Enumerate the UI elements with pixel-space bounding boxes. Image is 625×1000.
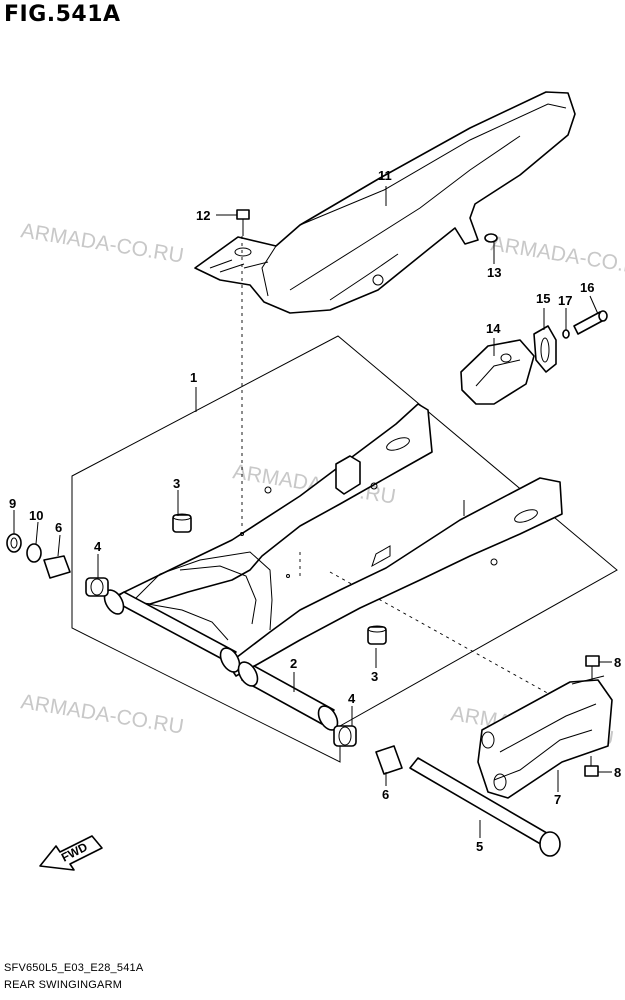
- callout-6: 6: [55, 520, 62, 535]
- assembly-outline: [71, 335, 618, 763]
- callout-6: 6: [382, 787, 389, 802]
- leader-lines: [13, 186, 612, 838]
- pivot-tube-left: [103, 589, 241, 673]
- pivot-shaft-5: [409, 757, 561, 857]
- callout-12: 12: [196, 208, 210, 223]
- callout-13: 13: [487, 265, 501, 280]
- chain-case: [194, 91, 576, 314]
- callout-8: 8: [614, 655, 621, 670]
- bearing-3-upper: [172, 513, 192, 533]
- callout-4: 4: [348, 691, 356, 706]
- pivot-spacer-2: [237, 661, 339, 731]
- figure-name: REAR SWINGINGARM: [4, 979, 123, 991]
- washer-17: [562, 329, 570, 339]
- callout-9: 9: [9, 496, 16, 511]
- callout-8: 8: [614, 765, 621, 780]
- figure-title: FIG.541A: [4, 2, 121, 27]
- watermark: ARMADA-CO.RU: [19, 219, 185, 267]
- watermark: ARMADA-CO.RU: [489, 232, 625, 280]
- chain-guide-14: [460, 339, 535, 405]
- bearing-4-lower: [333, 725, 357, 747]
- fwd-arrow-icon: FWD: [39, 835, 103, 871]
- callout-7: 7: [554, 792, 561, 807]
- bearing-4-upper: [85, 577, 109, 597]
- callout-16: 16: [580, 280, 594, 295]
- bracket-7: [477, 675, 613, 799]
- callout-15: 15: [536, 291, 550, 306]
- callout-3: 3: [173, 476, 180, 491]
- screw-16: [573, 310, 608, 335]
- bolt-8-upper: [585, 655, 600, 680]
- callout-3: 3: [371, 669, 378, 684]
- callout-10: 10: [29, 508, 43, 523]
- callout-1: 1: [190, 370, 197, 385]
- callout-11: 11: [378, 168, 392, 183]
- spacer-6-lower: [375, 745, 403, 775]
- figure-code: SFV650L5_E03_E28_541A: [4, 962, 144, 974]
- cap-9: [6, 533, 22, 553]
- watermark: ARMADA-CO.RU: [19, 690, 185, 738]
- bolt-12: [236, 209, 250, 236]
- callout-14: 14: [486, 321, 501, 336]
- callouts: 1 2 3 3 4 4 5 6 6 7 8 8 9 10 11 12 13 14…: [9, 168, 621, 854]
- oil-seal-10: [26, 543, 42, 563]
- swingarm: [107, 403, 563, 677]
- callout-2: 2: [290, 656, 297, 671]
- bolt-8-lower: [584, 756, 599, 777]
- callout-17: 17: [558, 293, 572, 308]
- bolt-13: [484, 233, 498, 243]
- bearing-3-lower: [367, 625, 387, 645]
- callout-4: 4: [94, 539, 102, 554]
- callout-5: 5: [476, 839, 483, 854]
- spacer-6-upper: [43, 555, 71, 579]
- pad-15: [533, 325, 557, 373]
